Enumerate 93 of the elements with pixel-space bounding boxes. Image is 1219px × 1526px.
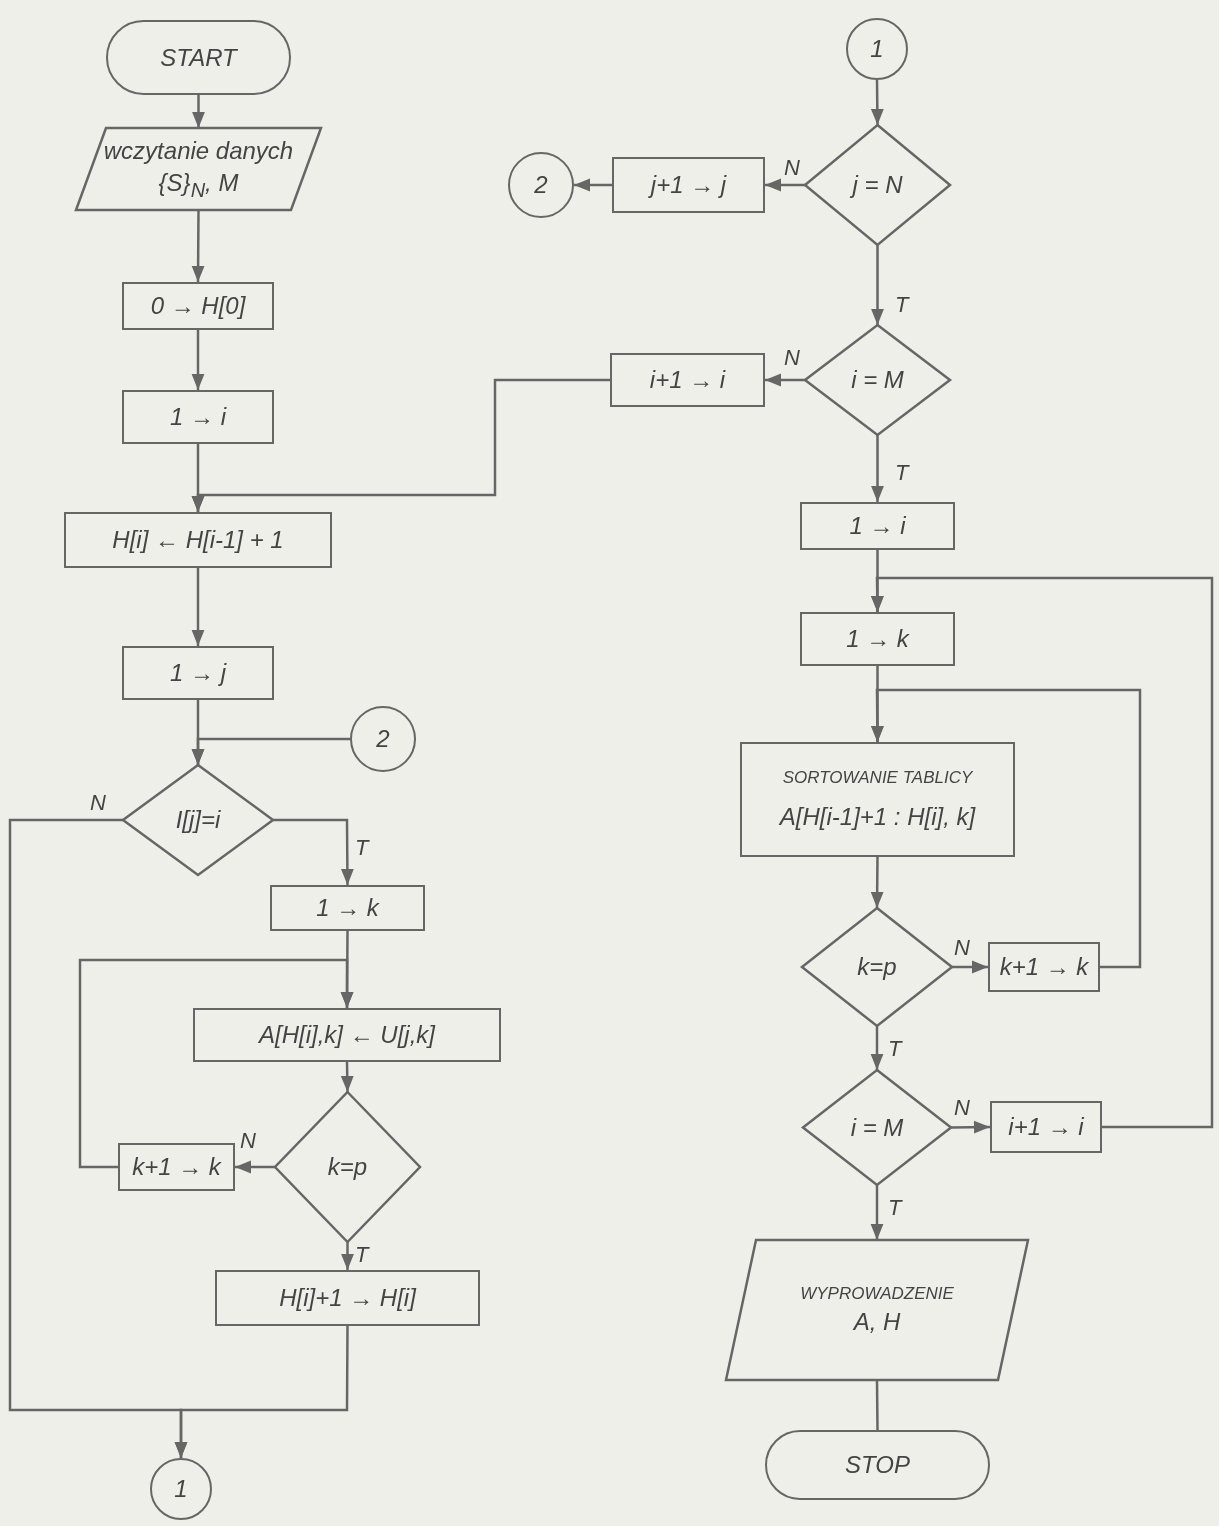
node-label: k=p (857, 952, 897, 982)
node-label: H[i] ← H[i-1] + 1 (112, 525, 284, 555)
decision-diamond (805, 325, 950, 435)
edge-label: N (240, 1128, 256, 1154)
arrow (870, 80, 884, 125)
node-label: 2 (534, 170, 548, 200)
node-label: A[H[i-1]+1 : H[i], k] (779, 802, 976, 833)
arrow (192, 95, 205, 128)
process-box (990, 1101, 1102, 1153)
io-parallelogram (76, 128, 321, 210)
node-label: 1 → k (846, 624, 909, 654)
edge-label: T (895, 460, 909, 486)
arrow (871, 435, 884, 502)
process-box (988, 942, 1100, 992)
node-label: 1 → k (316, 893, 379, 923)
arrow (765, 373, 805, 387)
node-label: i = M (850, 1112, 904, 1143)
decision-diamond (123, 765, 273, 875)
arrow (235, 1160, 275, 1174)
process-box (800, 612, 955, 666)
node-label: j = N (852, 170, 903, 200)
arrow (191, 378, 610, 512)
process-box (215, 1270, 480, 1326)
arrow (340, 1061, 354, 1093)
edge-label: N (784, 345, 800, 371)
node-label: A[H[i],k] ← U[j,k] (259, 1020, 435, 1050)
process-box (118, 1143, 235, 1191)
arrow (191, 568, 205, 646)
arrow (870, 576, 1214, 1129)
edge-label: N (784, 155, 800, 181)
node-label: 1 (870, 34, 884, 64)
connector-line (875, 1380, 879, 1430)
arrow (870, 688, 1142, 969)
edge-label: T (888, 1036, 902, 1062)
arrow (174, 1326, 349, 1458)
node-label: 1 (174, 1474, 188, 1504)
node-label: SORTOWANIE TABLICY (782, 766, 973, 789)
node-label: A, H (853, 1306, 901, 1337)
process-box (800, 502, 955, 550)
node-label: i+1 → i (649, 365, 726, 395)
node-label: {S}$_{N}$, M (158, 167, 239, 203)
process-box (612, 157, 765, 213)
edge-label: N (954, 1095, 970, 1121)
node-label: 0 → H[0] (150, 291, 246, 321)
arrow (951, 1120, 990, 1134)
node-label: 1 → j (170, 658, 226, 688)
node-label: 1 → i (849, 511, 906, 541)
process-box (122, 646, 274, 700)
arrow (341, 1242, 354, 1270)
decision-diamond (805, 125, 950, 245)
arrow (574, 178, 612, 192)
process-box (270, 885, 425, 931)
arrow (870, 1026, 884, 1070)
edge-label: T (355, 1242, 369, 1268)
arrow (191, 737, 350, 765)
process-box (64, 512, 332, 568)
arrow (78, 958, 354, 1169)
edge-label: T (355, 835, 369, 861)
edge-label: T (888, 1195, 902, 1221)
process-box (740, 742, 1015, 857)
node-label: i = M (851, 365, 904, 395)
io-parallelogram (726, 1240, 1028, 1380)
process-box (193, 1008, 501, 1062)
arrow (871, 245, 884, 325)
node-label: START (160, 42, 237, 73)
node-label: k+1 → k (999, 952, 1089, 982)
arrow (273, 818, 354, 885)
node-label: 2 (376, 724, 390, 754)
node-label: 1 → i (170, 402, 226, 432)
node-label: k=p (327, 1152, 368, 1182)
decision-diamond (802, 908, 952, 1026)
node-label: H[i]+1 → H[i] (279, 1283, 416, 1313)
process-box (610, 353, 765, 407)
arrow (191, 330, 205, 390)
edge-label: T (895, 292, 909, 318)
node-label: wczytanie danych (103, 135, 294, 166)
node-label: WYPROWADZENIE (800, 1283, 954, 1305)
edge-label: N (90, 790, 106, 816)
process-box (122, 390, 274, 444)
node-label: I[j]=i (175, 805, 221, 835)
node-label: j+1 → j (650, 170, 727, 200)
arrow (765, 178, 805, 192)
node-label: i+1 → i (1008, 1112, 1084, 1142)
decision-diamond (803, 1070, 951, 1185)
process-box (122, 282, 274, 330)
edge-label: N (954, 935, 970, 961)
arrow (191, 210, 205, 282)
node-label: STOP (845, 1450, 910, 1480)
decision-diamond (275, 1092, 420, 1242)
arrow (952, 960, 988, 974)
node-label: k+1 → k (132, 1152, 221, 1182)
arrow (870, 1185, 884, 1240)
arrow (870, 857, 884, 908)
